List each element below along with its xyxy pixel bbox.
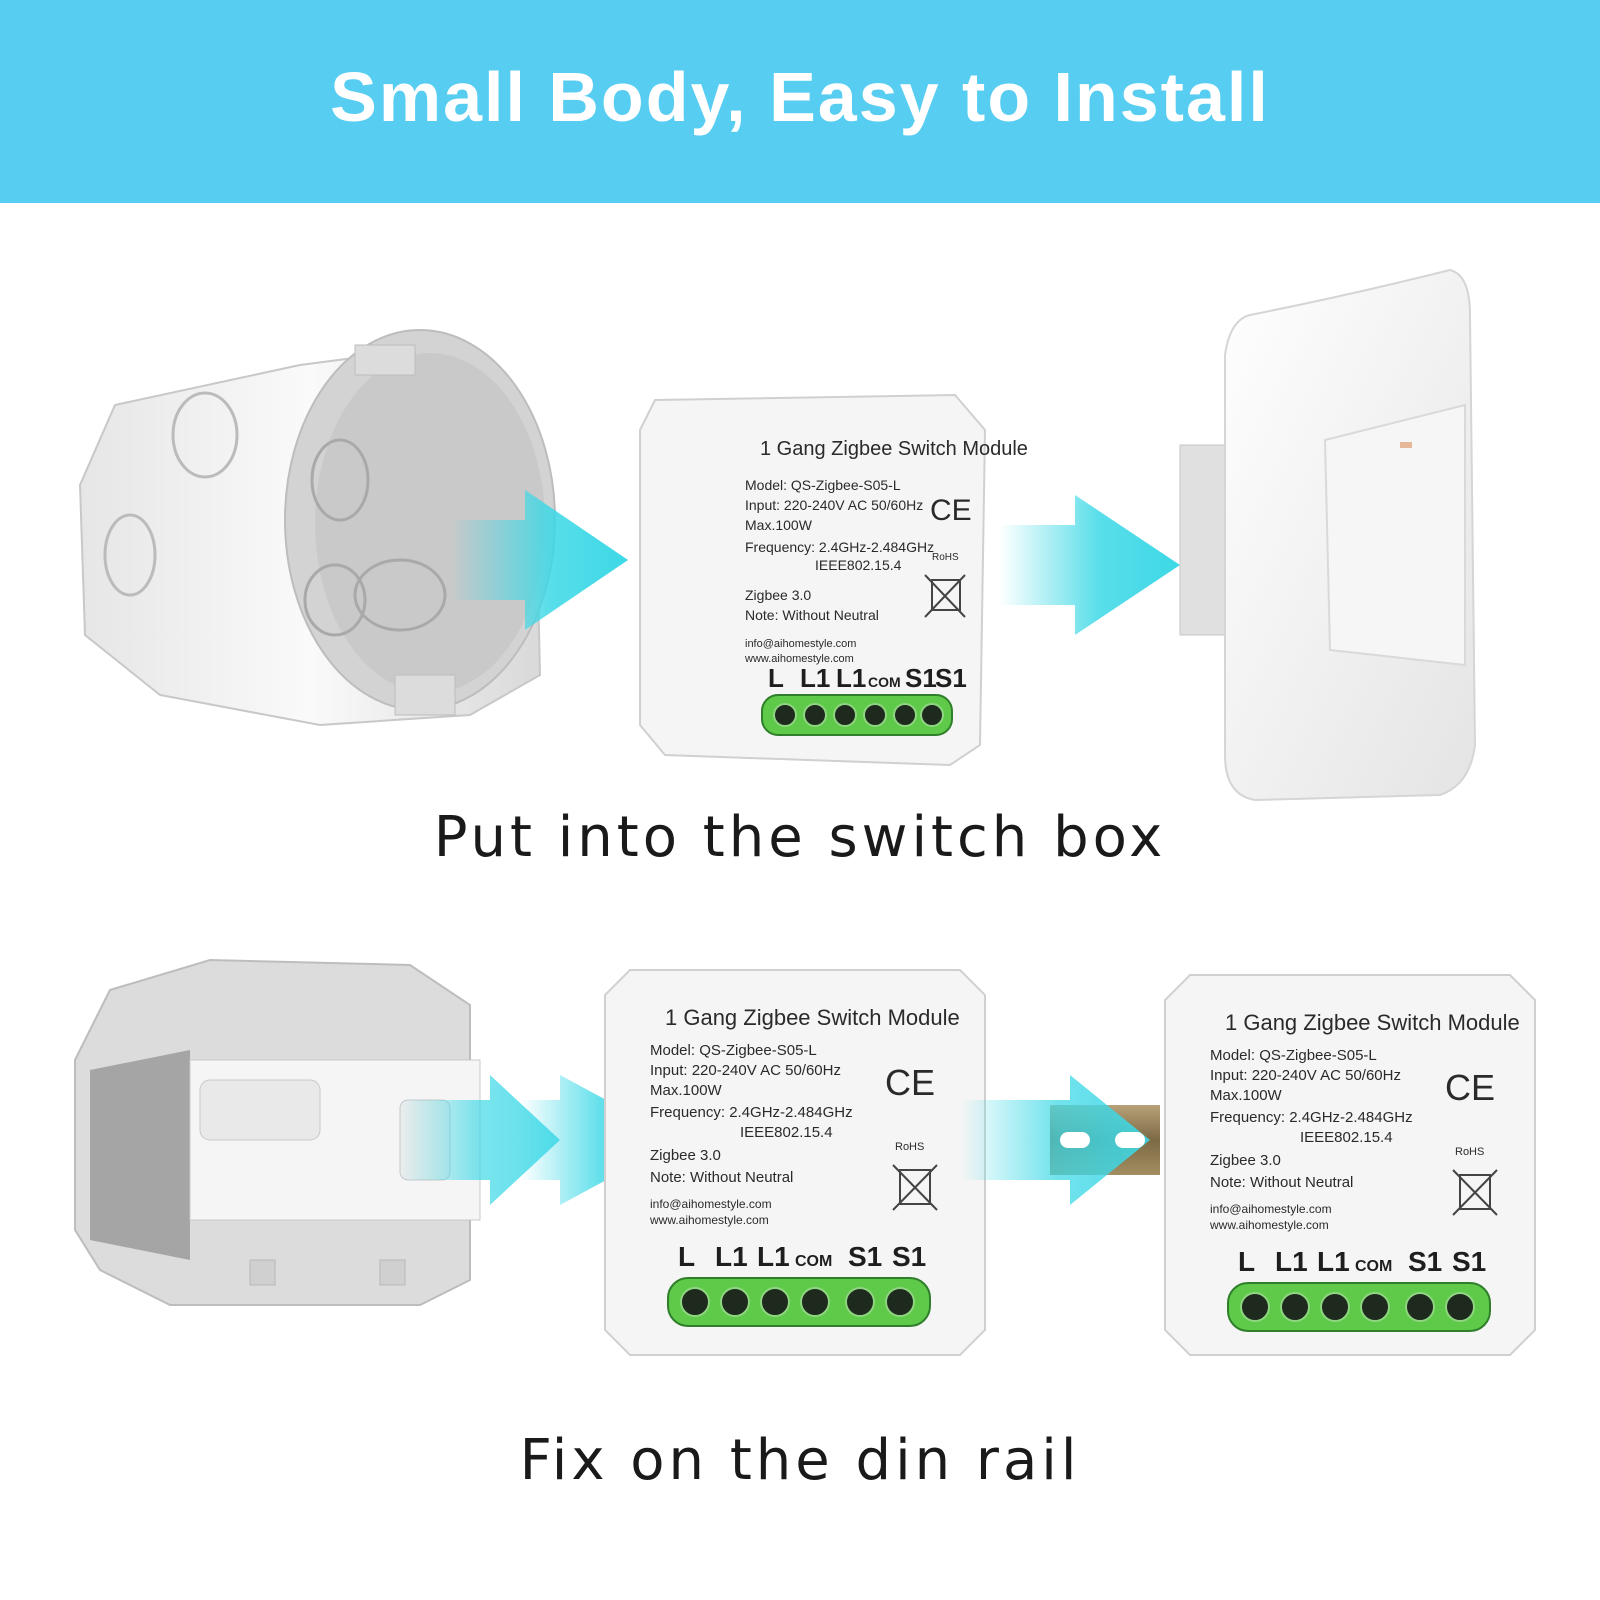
module-1-ce-mark: CE (930, 494, 972, 527)
module-1-zigbee: Zigbee 3.0 (745, 587, 811, 603)
module-2-ieee: IEEE802.15.4 (740, 1124, 833, 1141)
module-1-input: Input: 220-240V AC 50/60Hz (745, 497, 923, 513)
module-3-max: Max.100W (1210, 1087, 1283, 1104)
din-rail-adapter (74, 958, 481, 1306)
module-2-email: info@aihomestyle.com (650, 1197, 772, 1211)
module-2-terminal-labels: L L1 L1 COM S1 S1 (678, 1241, 926, 1272)
module-1-frequency: Frequency: 2.4GHz-2.484GHz (745, 539, 934, 555)
switch-box-illustration: 1 Gang Zigbee Switch Module Model: QS-Zi… (78, 268, 1477, 802)
arrow-right-icon (1000, 495, 1180, 635)
terminal-screws (1240, 1292, 1475, 1322)
module-3-ieee: IEEE802.15.4 (1300, 1129, 1393, 1146)
module-1-max: Max.100W (745, 517, 813, 533)
arrow-right-icon (960, 1075, 1150, 1205)
terminal-label: S1 (905, 663, 937, 693)
module-3-web: www.aihomestyle.com (1209, 1218, 1329, 1232)
module-3-zigbee: Zigbee 3.0 (1210, 1152, 1281, 1169)
module-1-note: Note: Without Neutral (745, 607, 879, 623)
terminal-label: S1 (1408, 1246, 1442, 1277)
module-1-model: Model: QS-Zigbee-S05-L (745, 477, 901, 493)
module-1-title: 1 Gang Zigbee Switch Module (760, 438, 1028, 460)
module-1-ieee: IEEE802.15.4 (815, 557, 902, 573)
terminal-label: COM (868, 674, 901, 690)
terminal-label: S1 (1452, 1246, 1486, 1277)
din-rail-illustration: 1 Gang Zigbee Switch Module Model: QS-Zi… (74, 958, 1536, 1356)
terminal-label: L1 (1317, 1246, 1350, 1277)
module-2-ce-mark: CE (885, 1062, 935, 1103)
module-2-frequency: Frequency: 2.4GHz-2.484GHz (650, 1104, 853, 1121)
module-1-rohs: RoHS (932, 552, 959, 563)
module-3-terminal-labels: L L1 L1 COM S1 S1 (1238, 1246, 1486, 1277)
weee-bin-icon (924, 574, 966, 618)
terminal-label: L1 (800, 663, 830, 693)
terminal-label: COM (1355, 1258, 1392, 1275)
terminal-label: L1 (757, 1241, 790, 1272)
weee-bin-icon (1452, 1169, 1498, 1216)
junction-box (78, 329, 556, 727)
module-2-title: 1 Gang Zigbee Switch Module (665, 1005, 960, 1030)
terminal-label: S1 (892, 1241, 926, 1272)
module-3-title: 1 Gang Zigbee Switch Module (1225, 1010, 1520, 1035)
caption-switch-box: Put into the switch box (433, 805, 1167, 870)
terminal-screws (680, 1287, 915, 1317)
module-1-terminal-labels: L L1 L1 COM S1 S1 (768, 663, 967, 693)
module-2-web: www.aihomestyle.com (649, 1213, 769, 1227)
caption-din-rail: Fix on the din rail (519, 1428, 1081, 1493)
terminal-label: S1 (848, 1241, 882, 1272)
module-3-email: info@aihomestyle.com (1210, 1202, 1332, 1216)
terminal-label: L1 (1275, 1246, 1308, 1277)
arrow-right-icon (520, 1075, 680, 1205)
module-3-model: Model: QS-Zigbee-S05-L (1210, 1047, 1377, 1064)
wall-switch (1179, 268, 1477, 802)
terminal-label: L (678, 1241, 695, 1272)
arrow-right-icon (450, 490, 628, 630)
module-2-rohs: RoHS (895, 1141, 924, 1153)
module-1-email: info@aihomestyle.com (745, 638, 856, 650)
module-3-input: Input: 220-240V AC 50/60Hz (1210, 1067, 1401, 1084)
banner-title: Small Body, Easy to Install (330, 57, 1270, 136)
din-rail-scene: 1 Gang Zigbee Switch Module Model: QS-Zi… (0, 958, 1600, 1380)
switch-box-scene: 1 Gang Zigbee Switch Module Model: QS-Zi… (0, 255, 1600, 815)
module-3-frequency: Frequency: 2.4GHz-2.484GHz (1210, 1109, 1413, 1126)
module-3-note: Note: Without Neutral (1210, 1174, 1353, 1191)
module-2-note: Note: Without Neutral (650, 1169, 793, 1186)
weee-bin-icon (892, 1164, 938, 1211)
terminal-label: L1 (715, 1241, 748, 1272)
module-2-model: Model: QS-Zigbee-S05-L (650, 1042, 817, 1059)
terminal-label: L (768, 663, 784, 693)
terminal-label: L (1238, 1246, 1255, 1277)
module-3-ce-mark: CE (1445, 1067, 1495, 1108)
module-2-input: Input: 220-240V AC 50/60Hz (650, 1062, 841, 1079)
header-banner: Small Body, Easy to Install (0, 0, 1600, 203)
switch-module-2: 1 Gang Zigbee Switch Module Model: QS-Zi… (604, 969, 986, 1356)
module-1-web: www.aihomestyle.com (744, 653, 854, 665)
module-2-max: Max.100W (650, 1082, 723, 1099)
switch-module-3: 1 Gang Zigbee Switch Module Model: QS-Zi… (1164, 974, 1536, 1356)
terminal-label: L1 (836, 663, 866, 693)
terminal-screws (773, 703, 944, 727)
terminal-label: S1 (935, 663, 967, 693)
module-2-zigbee: Zigbee 3.0 (650, 1147, 721, 1164)
module-3-rohs: RoHS (1455, 1146, 1484, 1158)
switch-module-1: 1 Gang Zigbee Switch Module Model: QS-Zi… (639, 393, 1028, 767)
terminal-label: COM (795, 1253, 832, 1270)
